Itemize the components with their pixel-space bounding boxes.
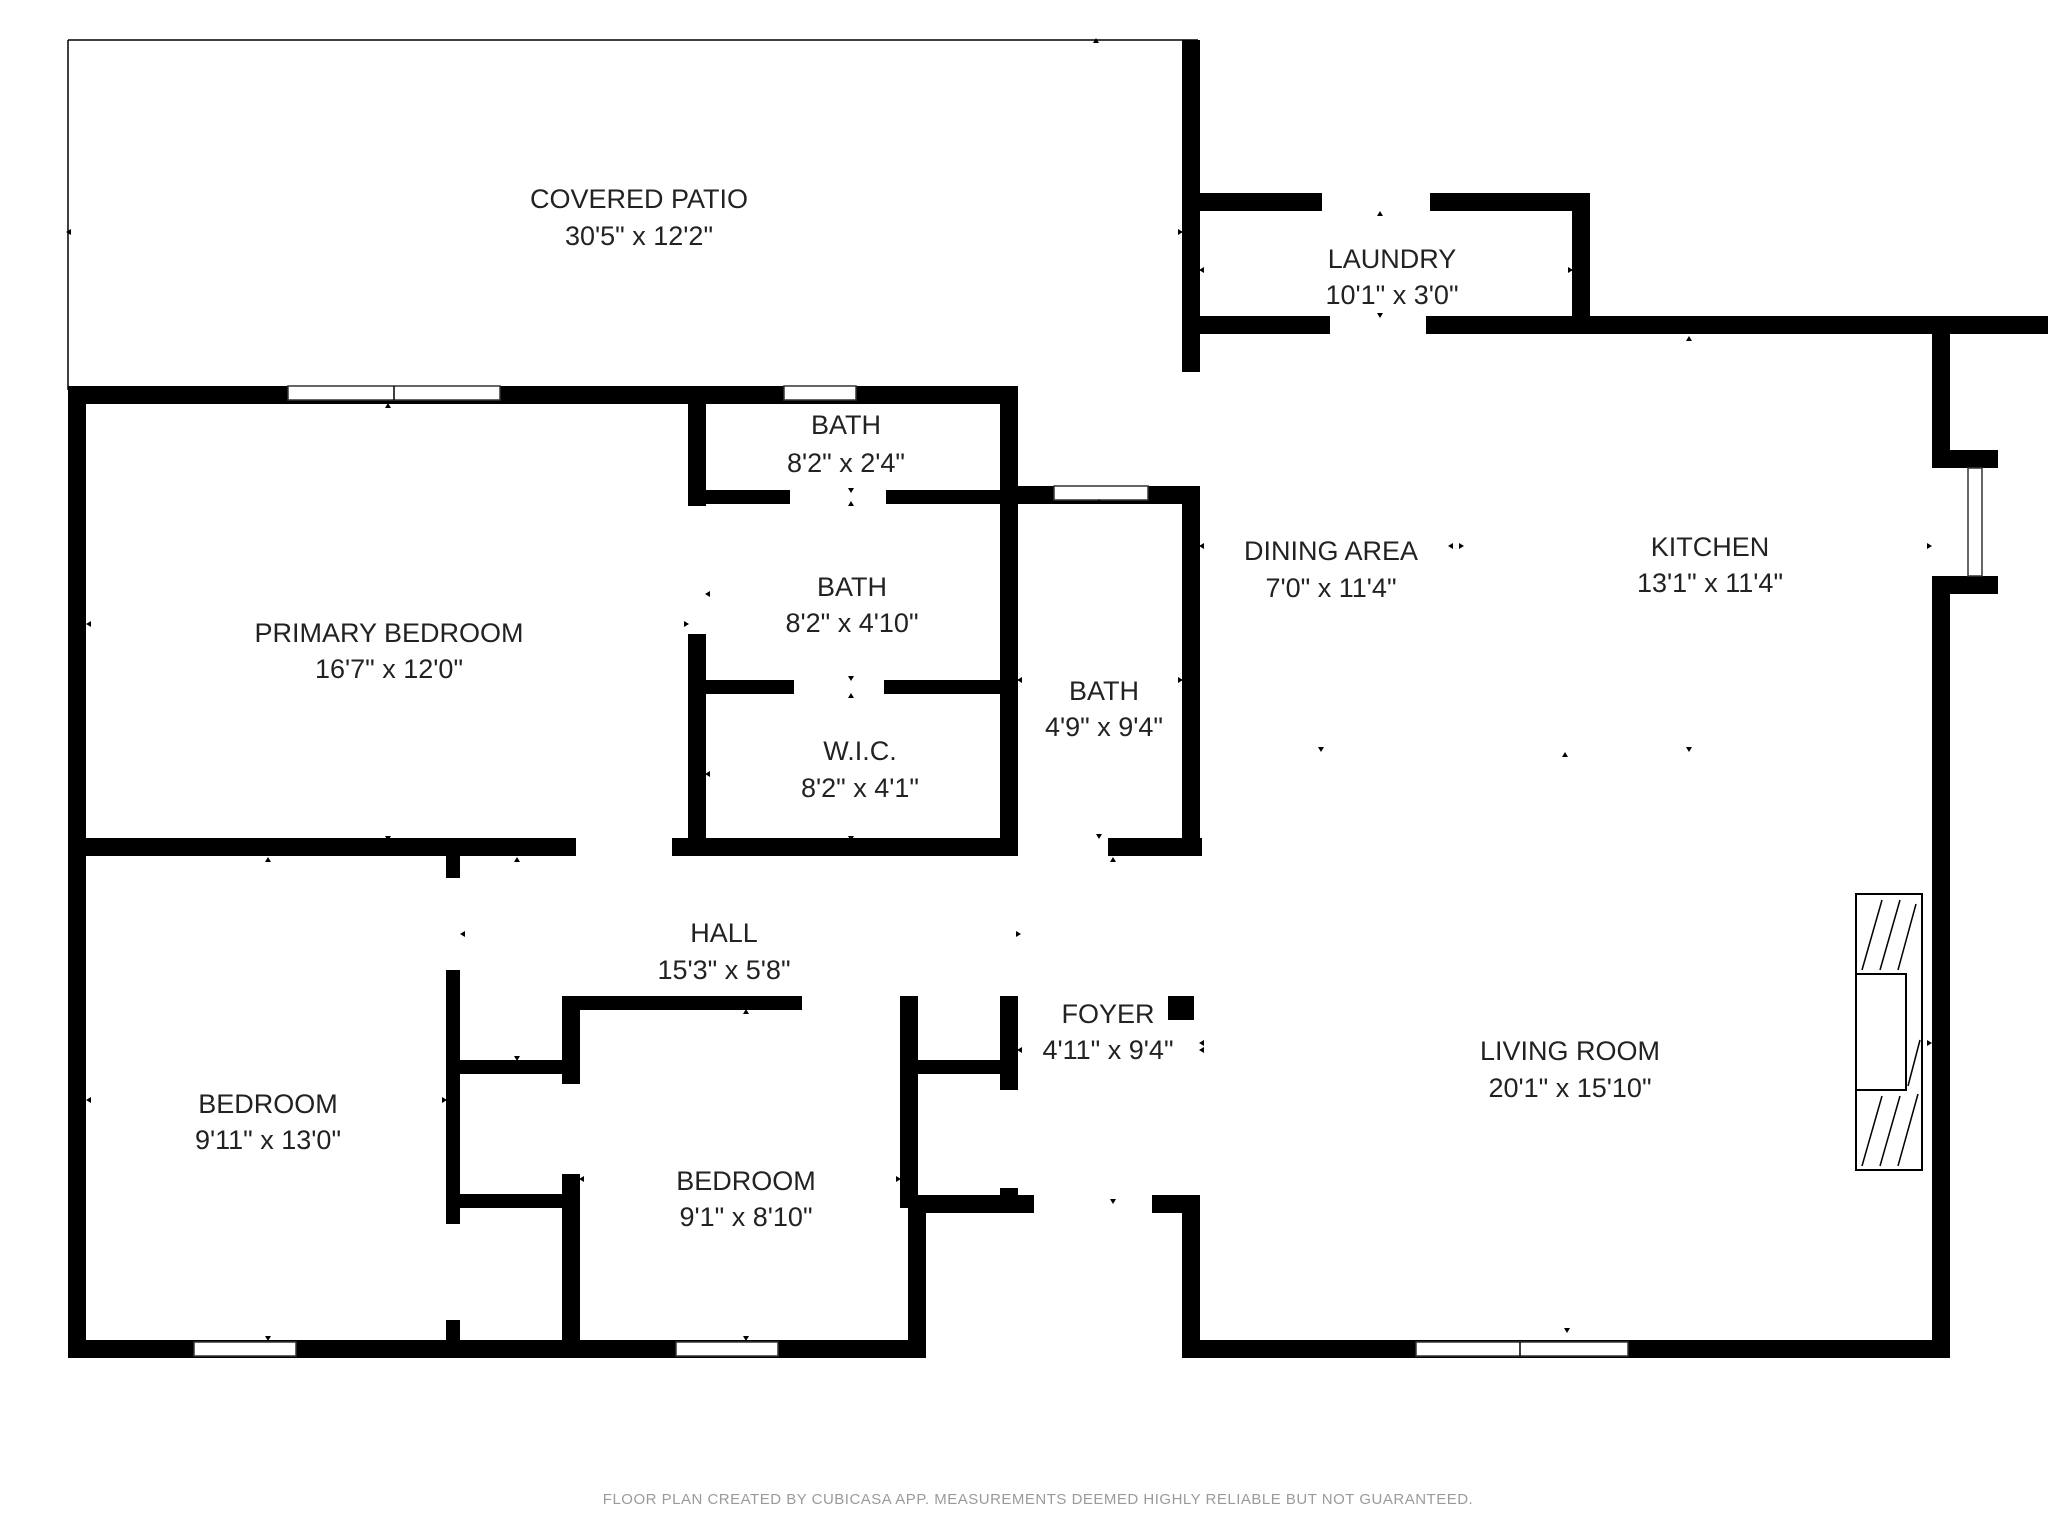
room-dims: 15'3" x 5'8" xyxy=(657,955,790,985)
room-dining-area: DINING AREA 7'0" x 11'4" xyxy=(1244,536,1418,603)
room-name: COVERED PATIO xyxy=(530,184,748,214)
room-laundry: LAUNDRY 10'1" x 3'0" xyxy=(1325,244,1458,310)
room-name: BEDROOM xyxy=(676,1166,816,1196)
room-name: LIVING ROOM xyxy=(1480,1036,1660,1066)
room-dims: 4'9" x 9'4" xyxy=(1045,712,1163,742)
walls xyxy=(68,40,2048,1358)
room-name: BEDROOM xyxy=(198,1089,338,1119)
room-name: FOYER xyxy=(1061,999,1154,1029)
room-name: KITCHEN xyxy=(1651,532,1770,562)
room-name: HALL xyxy=(690,918,758,948)
room-bath-hall: BATH 4'9" x 9'4" xyxy=(1045,676,1163,742)
footer-disclaimer: FLOOR PLAN CREATED BY CUBICASA APP. MEAS… xyxy=(603,1491,1473,1508)
room-dims: 8'2" x 2'4" xyxy=(787,448,905,478)
room-dims: 20'1" x 15'10" xyxy=(1488,1073,1651,1103)
room-name: BATH xyxy=(811,410,881,440)
room-name: DINING AREA xyxy=(1244,536,1418,566)
room-name: LAUNDRY xyxy=(1328,244,1457,274)
room-name: BATH xyxy=(817,572,887,602)
room-living-room: LIVING ROOM 20'1" x 15'10" xyxy=(1480,1036,1660,1103)
room-bath-top: BATH 8'2" x 2'4" xyxy=(787,410,905,478)
room-dims: 30'5" x 12'2" xyxy=(565,221,713,251)
room-dims: 9'11" x 13'0" xyxy=(195,1125,341,1155)
room-dims: 16'7" x 12'0" xyxy=(315,654,463,684)
room-bedroom-center: BEDROOM 9'1" x 8'10" xyxy=(676,1166,816,1232)
room-covered-patio: COVERED PATIO 30'5" x 12'2" xyxy=(530,184,748,251)
room-primary-bedroom: PRIMARY BEDROOM 16'7" x 12'0" xyxy=(254,618,523,684)
room-bath-mid: BATH 8'2" x 4'10" xyxy=(785,572,918,638)
room-dims: 8'2" x 4'1" xyxy=(801,773,919,803)
room-dims: 8'2" x 4'10" xyxy=(785,608,918,638)
room-hall: HALL 15'3" x 5'8" xyxy=(657,918,790,985)
measure-markers xyxy=(66,38,1932,1341)
covered-patio-outline xyxy=(67,39,1198,390)
room-name: W.I.C. xyxy=(823,736,897,766)
openings xyxy=(193,193,1983,1357)
room-dims: 4'11" x 9'4" xyxy=(1042,1035,1173,1065)
room-kitchen: KITCHEN 13'1" x 11'4" xyxy=(1637,532,1783,598)
room-dims: 13'1" x 11'4" xyxy=(1637,568,1783,598)
fireplace xyxy=(1855,893,1923,1171)
room-dims: 7'0" x 11'4" xyxy=(1265,573,1396,603)
room-wic: W.I.C. 8'2" x 4'1" xyxy=(801,736,919,803)
room-foyer: FOYER 4'11" x 9'4" xyxy=(1042,999,1173,1065)
room-dims: 9'1" x 8'10" xyxy=(679,1202,812,1232)
room-bedroom-left: BEDROOM 9'11" x 13'0" xyxy=(195,1089,341,1155)
room-dims: 10'1" x 3'0" xyxy=(1325,280,1458,310)
room-name: BATH xyxy=(1069,676,1139,706)
room-name: PRIMARY BEDROOM xyxy=(254,618,523,648)
